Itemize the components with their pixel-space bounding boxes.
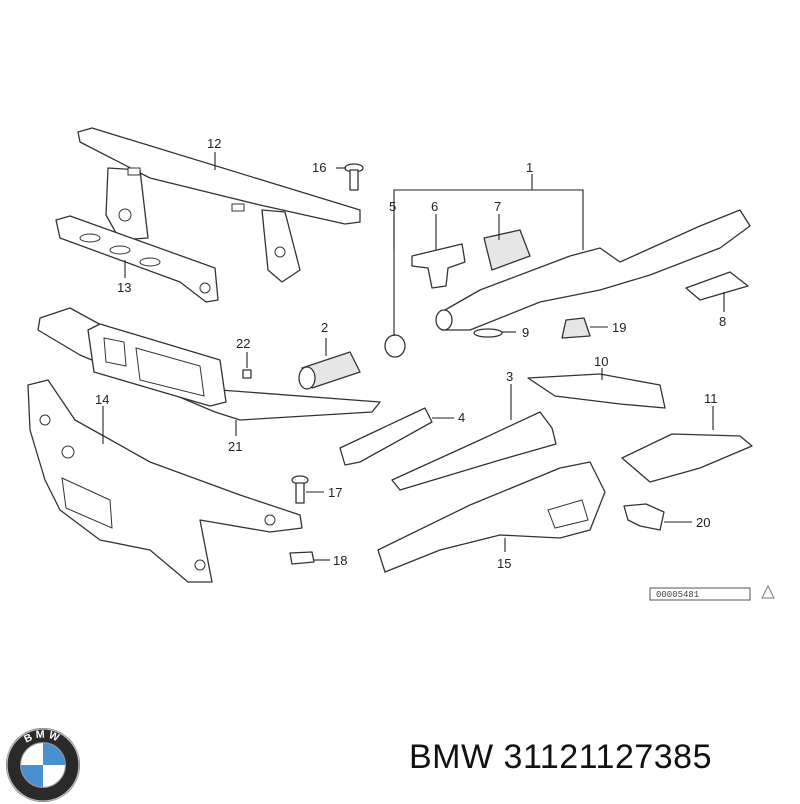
part-2-sleeve: [298, 351, 361, 390]
part-10-panel: [527, 373, 666, 409]
callout-12: 12: [207, 136, 221, 151]
callout-15: 15: [497, 556, 511, 571]
leader-lines: [102, 152, 725, 561]
part-4-channel: [339, 407, 433, 466]
callout-17: 17: [328, 485, 342, 500]
part-13-perforated-strip: [55, 215, 219, 303]
callout-5: 5: [389, 199, 396, 214]
callout-14: 14: [95, 392, 109, 407]
part-14-front-carrier: [27, 379, 303, 583]
part-5-ring: [384, 334, 406, 358]
callout-6: 6: [431, 199, 438, 214]
part-18-bracket: [289, 551, 315, 565]
part-12-upper-support: [77, 127, 361, 283]
part-17-bolt: [291, 475, 309, 504]
reference-code-box: 00005481: [649, 584, 775, 601]
callout-labels: 1 2 3 4 5 6 7 8 9 10 11 12 13 14 15 16 1…: [95, 136, 726, 571]
part-number: 31121127385: [503, 738, 713, 776]
callout-10: 10: [594, 354, 608, 369]
brand-name: BMW: [409, 738, 494, 776]
callout-3: 3: [506, 369, 513, 384]
callout-4: 4: [458, 410, 465, 425]
part-6-bracket: [411, 243, 466, 289]
callout-9: 9: [522, 325, 529, 340]
callout-20: 20: [696, 515, 710, 530]
part-11-bracket: [621, 433, 753, 483]
callout-16: 16: [312, 160, 326, 175]
reference-code: 00005481: [656, 590, 699, 600]
callout-18: 18: [333, 553, 347, 568]
part-21-grille-frame: [37, 307, 381, 421]
callout-8: 8: [719, 314, 726, 329]
part-15-lower-rail: [377, 461, 606, 573]
bmw-logo: BMW: [5, 727, 81, 803]
brand-part-number-label: BMW 31121127385: [409, 738, 712, 777]
callout-11: 11: [704, 391, 718, 406]
part-19-rubber-mount: [561, 317, 591, 339]
logo-lettering: BMW: [22, 728, 63, 745]
part-8-plate: [685, 271, 749, 301]
callout-19: 19: [612, 320, 626, 335]
callout-2: 2: [321, 320, 328, 335]
part-3-member: [391, 411, 557, 491]
callout-21: 21: [228, 439, 242, 454]
callout-22: 22: [236, 336, 250, 351]
part-22-clip: [242, 369, 252, 379]
callout-7: 7: [494, 199, 501, 214]
callout-1: 1: [526, 160, 533, 175]
part-20-bracket: [623, 503, 665, 531]
warning-triangle-icon: [761, 584, 775, 599]
part-1-side-member: [435, 209, 751, 331]
part-16-bolt: [344, 163, 364, 191]
callout-13: 13: [117, 280, 131, 295]
part-7-mount: [483, 229, 531, 271]
part-9-washer: [473, 328, 503, 338]
